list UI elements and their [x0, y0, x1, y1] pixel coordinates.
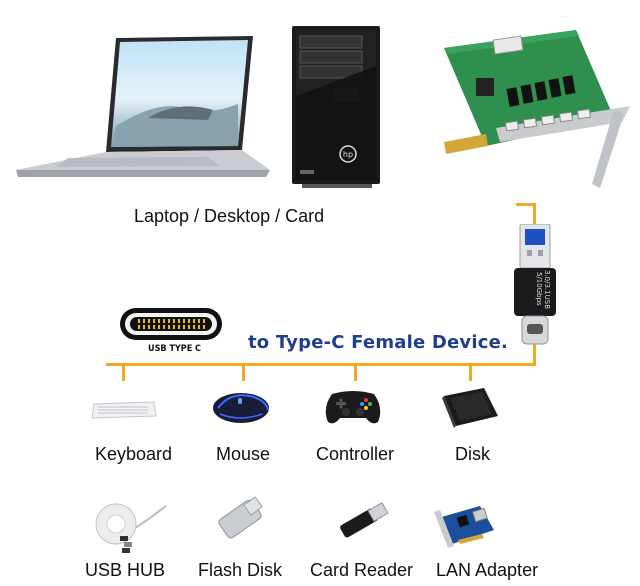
usb-type-c-port-icon [120, 308, 222, 340]
usb-a-to-c-adapter-image [514, 224, 556, 345]
laptop-image [16, 36, 270, 177]
pcie-usb-card-image [444, 30, 630, 188]
keyboard-image [91, 401, 157, 419]
adapter-marking-line-2: 5/10Gbps [535, 272, 543, 306]
flash-disk-image [218, 496, 263, 539]
bus-line [106, 363, 536, 366]
top-caption: Laptop / Desktop / Card [134, 206, 325, 226]
card-reader-image [340, 502, 389, 538]
lan-adapter-image [434, 506, 494, 548]
usb-type-c-label: USB TYPE C [148, 344, 202, 354]
label-flash-disk: Flash Disk [198, 560, 283, 580]
drop-line-controller [354, 363, 357, 381]
adapter-marking-line-1: 3.0/3.1USB [543, 270, 551, 309]
tagline: to Type-C Female Device. [248, 332, 509, 353]
label-controller: Controller [316, 444, 395, 464]
drop-line-mouse [242, 363, 245, 381]
drop-line-keyboard [122, 363, 125, 381]
usb-hub-image [95, 503, 167, 553]
label-keyboard: Keyboard [95, 444, 173, 464]
svg-text:hp: hp [343, 150, 353, 159]
label-card-reader: Card Reader [310, 560, 414, 580]
adapter-bottom-lead-line [533, 344, 536, 366]
desktop-tower-image: hp [292, 26, 380, 188]
label-mouse: Mouse [216, 444, 271, 464]
label-disk: Disk [455, 444, 490, 464]
drop-line-disk [469, 363, 472, 381]
adapter-top-lead-line [533, 203, 536, 229]
label-usb-hub: USB HUB [85, 560, 166, 580]
mouse-image [213, 393, 269, 423]
label-lan-adapter: LAN Adapter [436, 560, 539, 580]
disk-image [442, 388, 498, 428]
adapter-top-lead-tick [516, 203, 536, 206]
game-controller-image [325, 391, 381, 424]
